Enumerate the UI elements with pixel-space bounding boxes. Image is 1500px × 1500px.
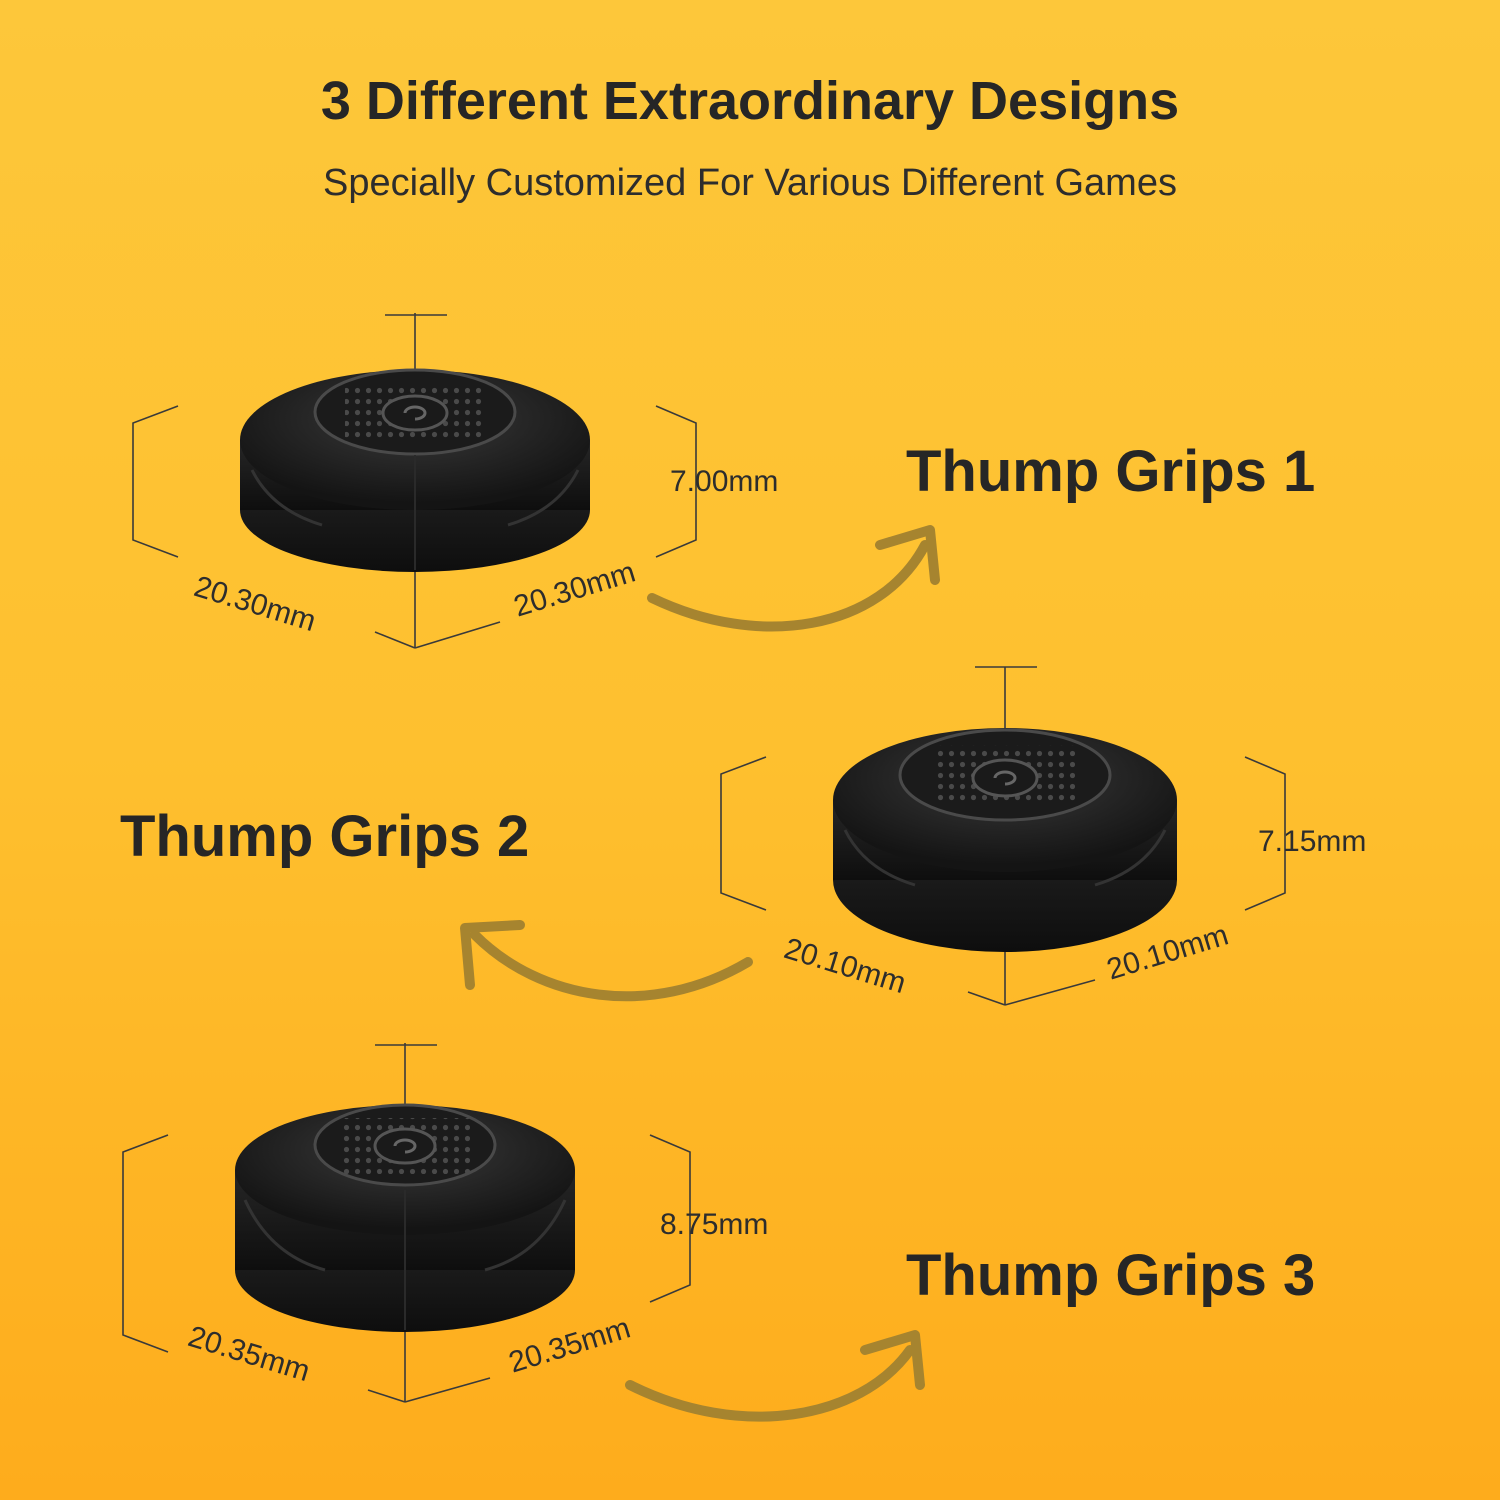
curved-arrow-icon: [625, 1345, 915, 1422]
grip-1-group: [132, 313, 940, 649]
curved-arrow-icon: [470, 930, 753, 1002]
grip-1-label: Thump Grips 1: [906, 439, 1316, 504]
grip-3-dimension-lines: [122, 1043, 691, 1403]
grip-3-image: [235, 1103, 575, 1332]
grip-3-height: 8.75mm: [660, 1208, 769, 1241]
grip-3-label: Thump Grips 3: [906, 1243, 1316, 1308]
page-title: 3 Different Extraordinary Designs: [320, 71, 1180, 131]
grip-1-image: [240, 368, 590, 572]
grip-2-image: [833, 728, 1177, 952]
grip-1-height: 7.00mm: [670, 465, 779, 498]
grip-2-height: 7.15mm: [1258, 825, 1367, 858]
grip-2-group: [460, 666, 1286, 1006]
grip-3-group: [122, 1043, 925, 1422]
page-subtitle: Specially Customized For Various Differe…: [323, 162, 1177, 204]
grip-2-label: Thump Grips 2: [120, 804, 530, 869]
curved-arrow-icon: [647, 540, 930, 632]
